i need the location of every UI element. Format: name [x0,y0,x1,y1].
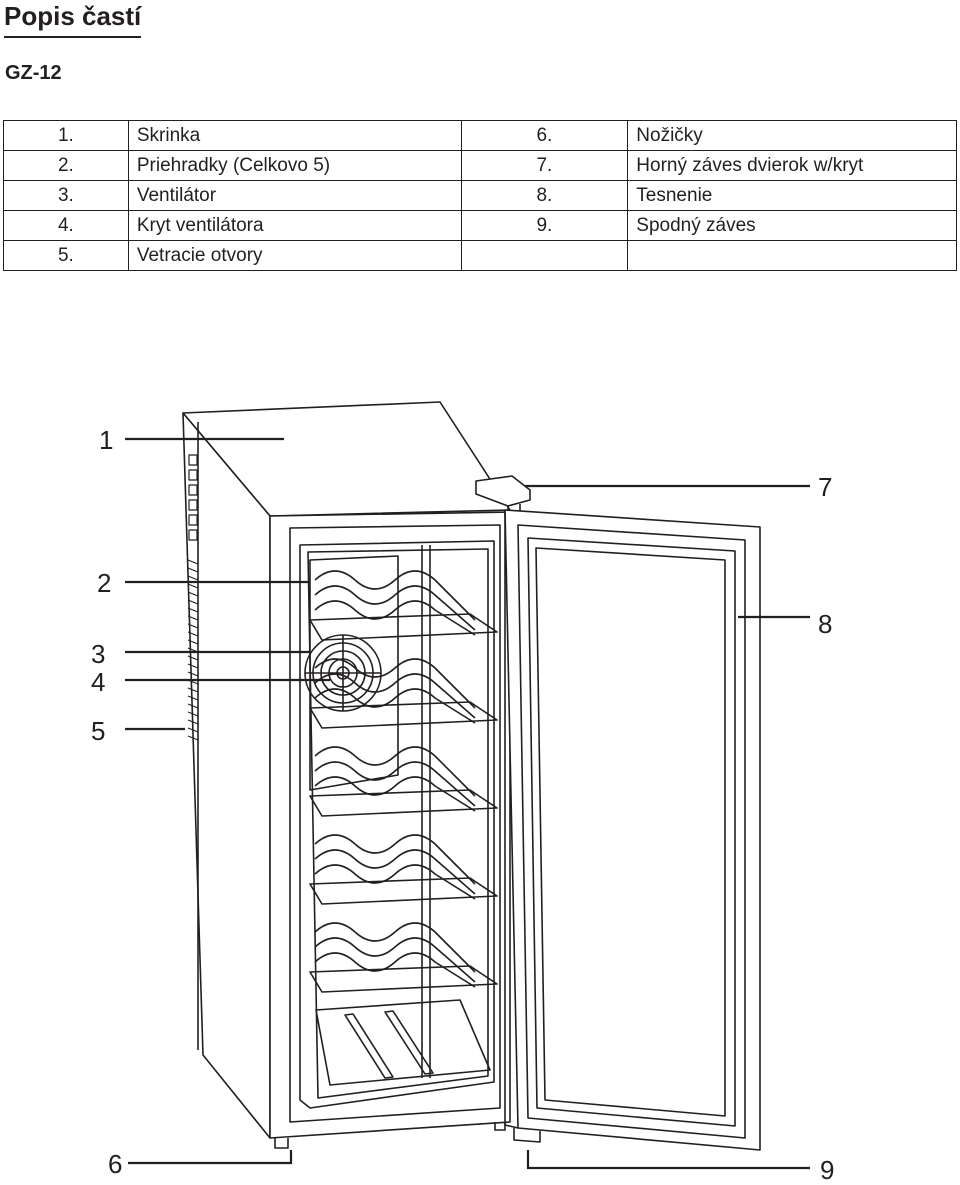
foot [274,1138,289,1149]
leader-9 [526,1150,810,1170]
table-row: 1. Skrinka 6. Nožičky [3,120,957,151]
part-label: Ventilátor [127,180,462,211]
callout-5: 5 [91,716,106,746]
shelves [309,570,498,993]
door [504,509,761,1151]
table-row: 5. Vetracie otvory [3,240,957,271]
wine-cooler-diagram [125,401,810,1170]
table-row: 3. Ventilátor 8. Tesnenie [3,180,957,211]
part-number: 2. [3,150,129,181]
part-label: Kryt ventilátora [127,210,462,241]
callout-7: 7 [818,472,833,502]
part-number [460,240,629,271]
part-label: Nožičky [627,120,957,151]
table-row: 2. Priehradky (Celkovo 5) 7. Horný záves… [3,150,957,181]
callout-6: 6 [108,1149,123,1179]
part-number: 6. [460,120,629,151]
callout-9: 9 [820,1155,835,1185]
inner-liner [299,540,495,1109]
callout-2: 2 [97,568,112,598]
part-number: 7. [460,150,629,181]
cabinet-side [182,412,271,1139]
callout-4: 4 [91,667,106,697]
vent-openings [187,559,199,741]
part-number: 5. [3,240,129,271]
fan [304,634,382,712]
model-name: GZ-12 [5,62,62,84]
parts-table: 1. Skrinka 6. Nožičky 2. Priehradky (Cel… [3,120,957,271]
fan-housing [309,555,399,791]
part-number: 4. [3,210,129,241]
part-number: 9. [460,210,629,241]
part-number: 8. [460,180,629,211]
page-title: Popis častí [4,0,142,38]
door-gasket [517,524,746,1139]
part-label: Priehradky (Celkovo 5) [127,150,462,181]
part-number: 1. [3,120,129,151]
bottom-tray [315,999,491,1086]
table-row: 4. Kryt ventilátora 9. Spodný záves [3,210,957,241]
part-label [627,240,957,271]
part-label: Spodný záves [627,210,957,241]
callout-8: 8 [818,609,833,639]
callout-3: 3 [91,639,106,669]
part-label: Vetracie otvory [127,240,462,271]
cabinet-front [269,511,511,1139]
part-number: 3. [3,180,129,211]
part-label: Tesnenie [627,180,957,211]
leader-6 [128,1150,293,1165]
callout-1: 1 [99,425,114,455]
vent-openings-upper [188,454,198,541]
top-hinge [475,475,531,507]
bottom-hinge [513,1128,541,1143]
part-label: Horný záves dvierok w/kryt [627,150,957,181]
part-label: Skrinka [127,120,462,151]
